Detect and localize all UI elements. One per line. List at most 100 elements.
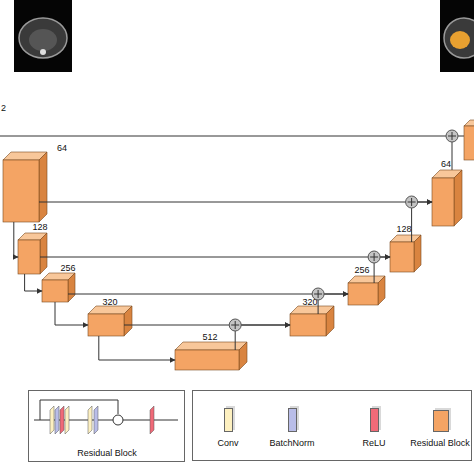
- legend-swatch: [370, 408, 379, 432]
- box-front: [290, 314, 326, 336]
- box-side: [378, 276, 385, 305]
- batchnorm-slab: [94, 406, 98, 434]
- ct-organ: [29, 29, 57, 51]
- box-shape: [18, 233, 47, 274]
- connector: [68, 294, 348, 295]
- skip-line: [458, 136, 464, 137]
- connector: [40, 257, 390, 258]
- box-shape: [175, 342, 247, 370]
- ct-body: [19, 18, 67, 58]
- box-side: [239, 342, 247, 370]
- residual-block: 256: [348, 276, 385, 305]
- box-front: [432, 178, 454, 226]
- channel-count: 128: [396, 224, 411, 235]
- sum-node: [229, 319, 241, 331]
- box-side: [124, 306, 132, 336]
- box-face: [432, 178, 454, 226]
- box-face: [348, 283, 378, 305]
- box-side: [68, 273, 75, 302]
- channel-count: 512: [202, 332, 217, 343]
- residual-block: 128: [18, 233, 47, 274]
- legend-swatch: [224, 408, 233, 432]
- sum-node: [446, 130, 458, 142]
- legend-text: ReLU: [362, 438, 385, 449]
- channel-count: 64: [57, 143, 67, 154]
- box-side: [414, 235, 421, 272]
- box-shape: [3, 152, 47, 222]
- legend-text: BatchNorm: [269, 438, 314, 449]
- box-side: [40, 233, 47, 274]
- box-face: [390, 242, 414, 272]
- box-side: [454, 170, 462, 226]
- connector: [235, 325, 290, 350]
- ct-body: [444, 18, 474, 58]
- conv-slab: [50, 406, 54, 434]
- residual-block: 128: [390, 235, 421, 272]
- relu-slab: [150, 406, 154, 434]
- batchnorm-slab: [55, 406, 59, 434]
- sum-node: [312, 288, 324, 300]
- box-face: [88, 314, 124, 336]
- box-shape: [42, 273, 75, 302]
- box-shape: [290, 306, 334, 336]
- box-front: [175, 350, 239, 370]
- residual-block: 64: [432, 170, 462, 226]
- panel-caption: Residual Block: [77, 448, 137, 459]
- connector: [25, 274, 42, 291]
- box-shape: [390, 235, 421, 272]
- residual-block: 64: [3, 152, 47, 222]
- box-face: [175, 350, 239, 370]
- relu-slab: [60, 406, 64, 434]
- up-line: [452, 142, 453, 170]
- output-block: [464, 120, 474, 126]
- box-side: [39, 152, 47, 222]
- channel-count: 256: [354, 265, 369, 276]
- channel-count: 64: [441, 159, 451, 170]
- connector: [39, 202, 432, 203]
- sum-node: [113, 415, 123, 425]
- box-front: [42, 280, 68, 302]
- sum-node: [368, 251, 380, 263]
- legend-frame: [193, 391, 472, 461]
- box-side: [326, 306, 334, 336]
- box-shape: [348, 276, 385, 305]
- skip-line: [0, 136, 446, 137]
- connector: [124, 325, 290, 326]
- box-shape: [432, 170, 462, 226]
- legend-swatch: [288, 408, 297, 432]
- box-front: [390, 242, 414, 272]
- box-front: [88, 314, 124, 336]
- box-face: [3, 160, 39, 222]
- segmentation-mask: [450, 31, 470, 49]
- residual-block: 320: [88, 306, 132, 336]
- sum-node: [406, 196, 418, 208]
- conv-slab: [88, 406, 92, 434]
- residual-block: 320: [290, 306, 334, 336]
- channel-count: 128: [32, 222, 47, 233]
- connector: [55, 302, 88, 325]
- channel-count: 320: [102, 297, 117, 308]
- box-top: [175, 342, 247, 350]
- legend-swatch: [433, 410, 449, 432]
- box-front: [18, 240, 40, 274]
- residual-block: 256: [42, 273, 75, 302]
- connector: [412, 202, 432, 242]
- box-shape: [88, 306, 132, 336]
- conv-slab: [65, 406, 69, 434]
- size-label: 2: [1, 103, 6, 114]
- connector: [99, 336, 175, 360]
- box-face: [18, 240, 40, 274]
- box-face: [290, 314, 326, 336]
- box-front: [348, 283, 378, 305]
- box-face: [42, 280, 68, 302]
- box-front: [3, 160, 39, 222]
- output-block: [464, 126, 474, 160]
- channel-count: 256: [60, 263, 75, 274]
- connector: [14, 222, 18, 257]
- ct-spine: [40, 49, 46, 55]
- residual-block-panel: Residual Block: [28, 390, 185, 462]
- legend-text: Residual Block: [410, 438, 470, 449]
- input-image: [14, 0, 72, 72]
